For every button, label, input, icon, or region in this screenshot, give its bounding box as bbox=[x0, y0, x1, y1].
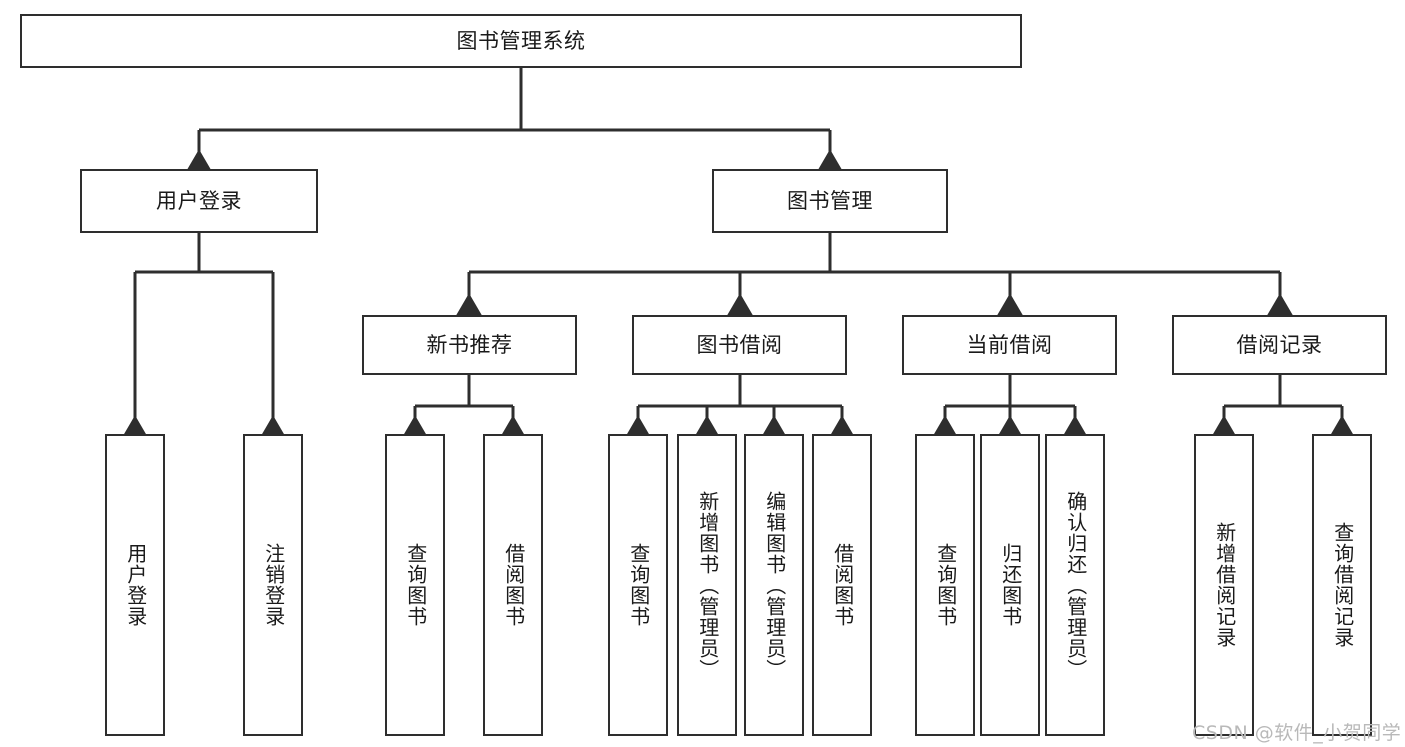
csdn-watermark: CSDN @软件_小贺同学 bbox=[1192, 722, 1402, 744]
node-user-login[interactable]: 用户登录 bbox=[80, 169, 318, 233]
node-label: 归还图书 bbox=[998, 543, 1023, 627]
leaf-newbooks-query-book[interactable]: 查询图书 bbox=[385, 434, 445, 736]
node-book-borrow[interactable]: 图书借阅 bbox=[632, 315, 847, 375]
node-label: 查询图书 bbox=[626, 543, 651, 627]
node-label: 确认归还（管理员） bbox=[1063, 490, 1088, 680]
leaf-user-login[interactable]: 用户登录 bbox=[105, 434, 165, 736]
node-label: 新书推荐 bbox=[426, 332, 513, 357]
node-label: 图书管理系统 bbox=[456, 28, 586, 53]
node-label: 图书借阅 bbox=[696, 332, 783, 357]
node-label: 借阅记录 bbox=[1236, 332, 1323, 357]
leaf-newbooks-borrow-book[interactable]: 借阅图书 bbox=[483, 434, 543, 736]
leaf-borrow-edit-book[interactable]: 编辑图书（管理员） bbox=[744, 434, 804, 736]
node-current-borrow[interactable]: 当前借阅 bbox=[902, 315, 1117, 375]
node-label: 图书管理 bbox=[787, 188, 873, 213]
leaf-borrow-add-book[interactable]: 新增图书（管理员） bbox=[677, 434, 737, 736]
leaf-logout[interactable]: 注销登录 bbox=[243, 434, 303, 736]
node-label: 注销登录 bbox=[261, 543, 286, 627]
leaf-current-return-book[interactable]: 归还图书 bbox=[980, 434, 1040, 736]
node-label: 用户登录 bbox=[156, 188, 242, 213]
node-label: 新增借阅记录 bbox=[1212, 522, 1237, 648]
node-label: 查询借阅记录 bbox=[1330, 522, 1355, 648]
node-borrow-records[interactable]: 借阅记录 bbox=[1172, 315, 1387, 375]
node-label: 新增图书（管理员） bbox=[695, 490, 720, 680]
node-label: 用户登录 bbox=[123, 543, 148, 627]
leaf-current-confirm-return[interactable]: 确认归还（管理员） bbox=[1045, 434, 1105, 736]
leaf-borrow-borrow-book[interactable]: 借阅图书 bbox=[812, 434, 872, 736]
leaf-current-query-book[interactable]: 查询图书 bbox=[915, 434, 975, 736]
leaf-records-add-record[interactable]: 新增借阅记录 bbox=[1194, 434, 1254, 736]
node-label: 查询图书 bbox=[933, 543, 958, 627]
node-new-book-recommend[interactable]: 新书推荐 bbox=[362, 315, 577, 375]
node-label: 借阅图书 bbox=[501, 543, 526, 627]
node-label: 编辑图书（管理员） bbox=[762, 490, 787, 680]
leaf-records-query-record[interactable]: 查询借阅记录 bbox=[1312, 434, 1372, 736]
node-label: 当前借阅 bbox=[966, 332, 1053, 357]
node-label: 查询图书 bbox=[403, 543, 428, 627]
node-label: 借阅图书 bbox=[830, 543, 855, 627]
leaf-borrow-query-book[interactable]: 查询图书 bbox=[608, 434, 668, 736]
node-root-system[interactable]: 图书管理系统 bbox=[20, 14, 1022, 68]
node-book-management[interactable]: 图书管理 bbox=[712, 169, 948, 233]
